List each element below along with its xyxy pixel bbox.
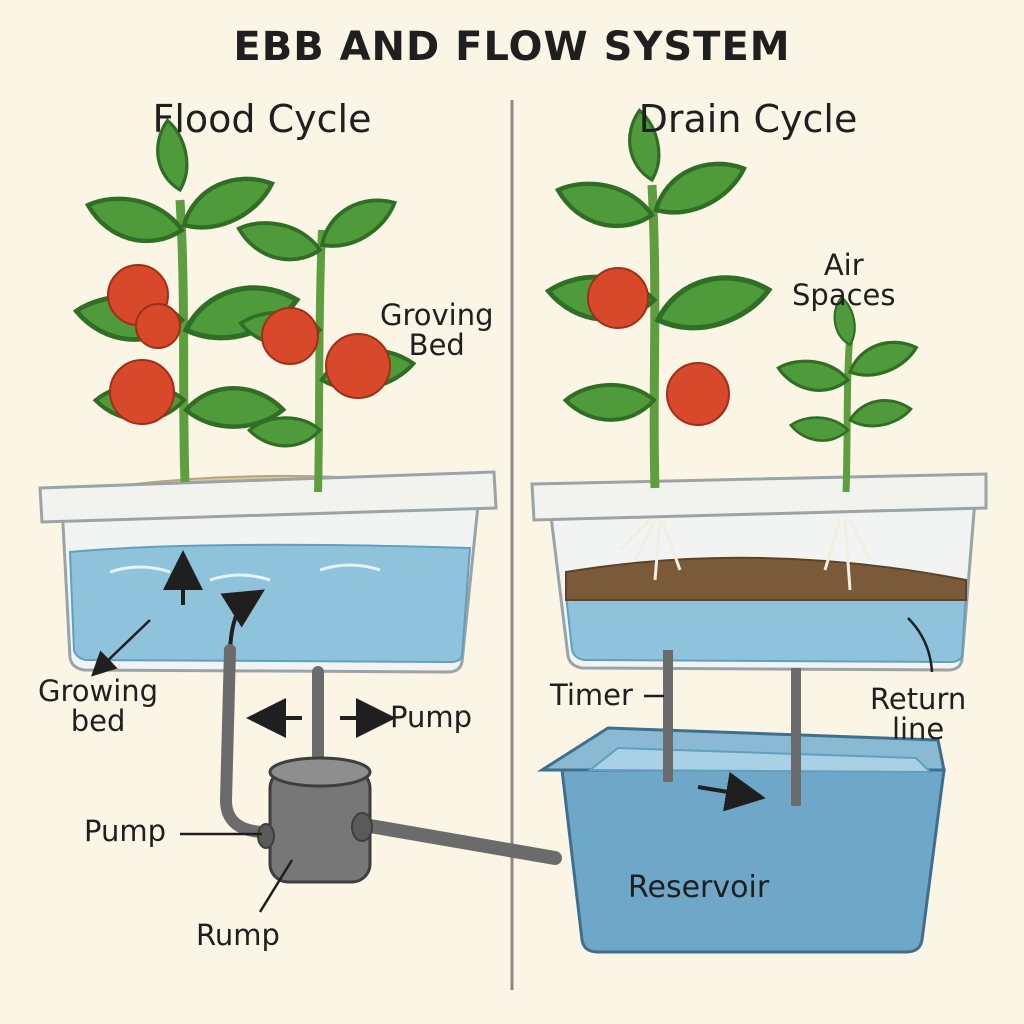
flood-tray: [38, 470, 498, 674]
pump-label-bottom: Rump: [196, 918, 280, 952]
growing-bed-label-top: Groving Bed: [380, 298, 494, 363]
drain-pipes: [663, 650, 801, 806]
tomato-group: [107, 264, 181, 425]
diagram-title: EBB AND FLOW SYSTEM: [233, 24, 791, 70]
drain-cycle-heading: Drain Cycle: [638, 97, 858, 141]
flood-pipes: [219, 644, 562, 865]
drain-plant-right: [773, 295, 922, 493]
return-line-label: Return line: [870, 682, 967, 747]
timer-label: Timer: [550, 678, 633, 712]
reservoir-label: Reservoir: [628, 870, 770, 905]
pump-unit: [257, 756, 373, 884]
drain-water: [564, 588, 968, 664]
reservoir-tank: [536, 726, 946, 954]
flood-plant-right: [231, 187, 415, 493]
flood-water: [68, 543, 472, 664]
flood-plant-left: [73, 117, 301, 483]
air-spaces-label: Air Spaces: [792, 248, 896, 313]
pump-label-right: Pump: [390, 700, 473, 734]
drain-tray: [530, 472, 988, 672]
growing-bed-label-bottom: Growing bed: [38, 674, 159, 739]
drain-plant-left: [545, 107, 773, 489]
pump-label-left: Pump: [84, 814, 167, 848]
flood-cycle-heading: Flood Cycle: [152, 97, 372, 141]
